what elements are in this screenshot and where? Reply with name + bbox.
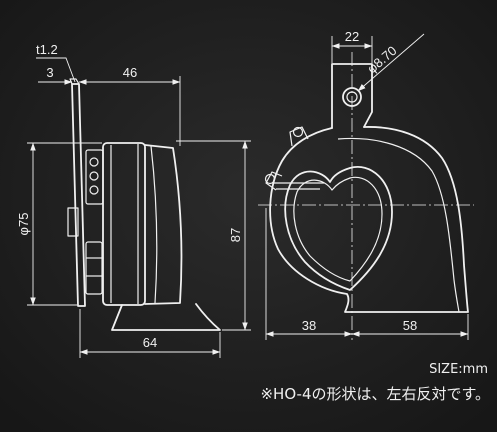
side-view-dimensions: t1.2 3 46 φ75 87 64	[16, 42, 251, 358]
mounting-hole	[342, 87, 362, 107]
upper-terminal-nut-icon	[292, 126, 304, 138]
horn-body	[102, 142, 146, 306]
bell-inner-line	[150, 145, 158, 304]
mounting-tab	[331, 63, 373, 129]
right-width-label: 58	[403, 318, 417, 333]
offset-label: 3	[46, 65, 53, 80]
side-terminal-lug	[265, 171, 283, 191]
hole-leader	[357, 33, 425, 92]
bracket-clamp	[67, 207, 79, 237]
terminal-block-lower	[85, 241, 103, 295]
terminal-screw	[89, 157, 99, 167]
terminal-screw	[89, 171, 99, 181]
horn-bell-side	[144, 144, 183, 305]
shape-footnote: ※HO-4の形状は、左右反対です。	[260, 385, 490, 403]
horn-mounting-foot	[111, 303, 221, 331]
mounting-bracket-plate	[71, 83, 86, 307]
thickness-leader	[36, 57, 76, 83]
thickness-label: t1.2	[36, 42, 58, 57]
bracket-width-label: 22	[345, 29, 359, 44]
base-width-label: 64	[143, 335, 157, 350]
mounting-hole-inner	[346, 91, 358, 103]
bell-rim-contour	[337, 137, 460, 313]
terminal-screw	[89, 185, 99, 195]
side-terminal-nut-icon	[264, 173, 276, 185]
height-label: 87	[228, 228, 243, 242]
horn-mouth-inner	[293, 176, 383, 282]
units-note: SIZE:mm	[429, 362, 488, 377]
horn-mouth	[284, 166, 393, 291]
left-width-label: 38	[302, 318, 316, 333]
side-view	[67, 78, 221, 331]
depth-label: 46	[123, 65, 137, 80]
front-view	[258, 52, 474, 340]
upper-terminal-lug	[289, 126, 309, 147]
diameter-label: φ75	[16, 213, 31, 236]
